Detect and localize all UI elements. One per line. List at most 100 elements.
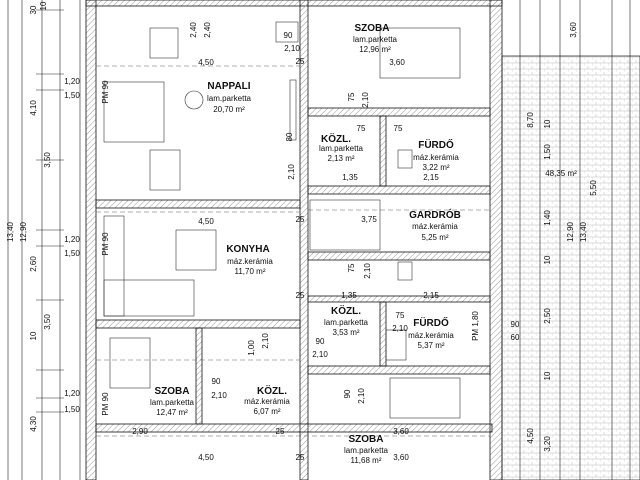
svg-text:FÜRDŐ: FÜRDŐ xyxy=(418,138,454,151)
svg-text:1,35: 1,35 xyxy=(341,291,357,300)
svg-text:1,50: 1,50 xyxy=(64,405,80,414)
interior-dashed-lines xyxy=(96,65,490,437)
svg-text:3,50: 3,50 xyxy=(43,152,52,168)
svg-text:4,50: 4,50 xyxy=(198,58,214,67)
svg-text:SZOBA: SZOBA xyxy=(349,434,384,445)
svg-text:1,00: 1,00 xyxy=(247,340,256,356)
room-szoba-3: SZOBA lam.parketta 11,68 m² xyxy=(344,434,389,465)
svg-text:FÜRDŐ: FÜRDŐ xyxy=(413,316,449,329)
svg-text:2,40: 2,40 xyxy=(203,22,212,38)
svg-text:8,70: 8,70 xyxy=(526,112,535,128)
svg-text:4,50: 4,50 xyxy=(198,217,214,226)
svg-text:2,10: 2,10 xyxy=(284,44,300,53)
svg-text:25: 25 xyxy=(296,453,305,462)
svg-text:lam.parketta: lam.parketta xyxy=(344,446,389,455)
svg-text:lam.parketta: lam.parketta xyxy=(150,398,195,407)
room-kozl-2: KÖZL. lam.parketta 3,53 m² xyxy=(324,304,369,337)
dimension-labels: 4,50 3,60 2,40 2,40 90 2,10 75 2,10 75 7… xyxy=(29,1,520,462)
room-furdo-2: FÜRDŐ máz.kerámia 5,37 m² xyxy=(408,316,454,350)
svg-text:4,50: 4,50 xyxy=(198,453,214,462)
svg-text:3,20: 3,20 xyxy=(543,436,552,452)
svg-text:90: 90 xyxy=(511,320,520,329)
svg-text:25: 25 xyxy=(276,427,285,436)
room-gardrob: GARDRÓB máz.kerámia 5,25 m² xyxy=(409,208,461,242)
room-furdo-1: FÜRDŐ máz.kerámia 3,22 m² xyxy=(413,138,459,172)
svg-text:PM 90: PM 90 xyxy=(101,80,110,104)
svg-text:KÖZL.: KÖZL. xyxy=(331,304,361,317)
right-dimension-labels: 3,60 8,70 10 1,50 5,50 1,40 12,90 13,40 … xyxy=(526,22,598,452)
svg-text:1,50: 1,50 xyxy=(64,91,80,100)
svg-text:12,96 m²: 12,96 m² xyxy=(359,45,391,54)
svg-text:máz.kerámia: máz.kerámia xyxy=(227,257,273,266)
left-dimension-lines xyxy=(7,0,81,480)
svg-text:6,07 m²: 6,07 m² xyxy=(253,407,280,416)
svg-text:80: 80 xyxy=(285,132,294,141)
right-dimension-lines xyxy=(519,0,631,480)
svg-text:12,90: 12,90 xyxy=(566,221,575,242)
svg-text:12,90: 12,90 xyxy=(19,221,28,242)
svg-text:2,13 m²: 2,13 m² xyxy=(327,154,354,163)
svg-text:60: 60 xyxy=(511,333,520,342)
svg-text:2,40: 2,40 xyxy=(189,22,198,38)
svg-text:90: 90 xyxy=(212,377,221,386)
svg-text:11,68 m²: 11,68 m² xyxy=(351,456,382,465)
svg-text:máz.kerámia: máz.kerámia xyxy=(408,331,454,340)
svg-text:3,60: 3,60 xyxy=(393,453,409,462)
svg-text:4,10: 4,10 xyxy=(29,100,38,116)
outer-walls xyxy=(85,0,503,480)
svg-text:13,40: 13,40 xyxy=(579,221,588,242)
svg-text:KÖZL.: KÖZL. xyxy=(321,132,351,145)
svg-text:90: 90 xyxy=(284,31,293,40)
svg-text:75: 75 xyxy=(396,311,405,320)
svg-text:máz.kerámia: máz.kerámia xyxy=(413,153,459,162)
svg-text:10: 10 xyxy=(543,371,552,380)
svg-text:2,10: 2,10 xyxy=(361,92,370,108)
svg-text:11,70 m²: 11,70 m² xyxy=(235,267,266,276)
svg-text:5,25 m²: 5,25 m² xyxy=(421,233,448,242)
svg-text:3,60: 3,60 xyxy=(393,427,409,436)
svg-text:lam.parketta: lam.parketta xyxy=(319,144,364,153)
svg-text:3,60: 3,60 xyxy=(389,58,405,67)
svg-text:2,10: 2,10 xyxy=(357,388,366,404)
svg-text:75: 75 xyxy=(347,92,356,101)
svg-text:1,50: 1,50 xyxy=(543,144,552,160)
svg-text:1,20: 1,20 xyxy=(64,389,80,398)
svg-text:SZOBA: SZOBA xyxy=(355,23,390,34)
svg-text:PM 1,80: PM 1,80 xyxy=(471,311,480,341)
svg-text:1,35: 1,35 xyxy=(342,173,358,182)
svg-text:lam.parketta: lam.parketta xyxy=(353,35,398,44)
svg-text:3,53 m²: 3,53 m² xyxy=(332,328,359,337)
svg-text:lam.parketta: lam.parketta xyxy=(324,318,369,327)
svg-text:2,90: 2,90 xyxy=(132,427,148,436)
svg-text:2,15: 2,15 xyxy=(423,173,439,182)
svg-text:2,10: 2,10 xyxy=(261,333,270,349)
svg-text:3,22 m²: 3,22 m² xyxy=(422,163,449,172)
svg-text:SZOBA: SZOBA xyxy=(155,386,190,397)
svg-text:NAPPALI: NAPPALI xyxy=(207,81,250,92)
svg-text:lam.parketta: lam.parketta xyxy=(207,94,252,103)
svg-text:máz.kerámia: máz.kerámia xyxy=(412,222,458,231)
svg-text:90: 90 xyxy=(343,389,352,398)
svg-text:75: 75 xyxy=(394,124,403,133)
svg-text:2,10: 2,10 xyxy=(363,263,372,279)
svg-text:2,15: 2,15 xyxy=(423,291,439,300)
left-dimension-labels: 1,20 1,50 4,10 3,50 13,40 12,90 1,20 1,5… xyxy=(6,77,80,432)
svg-text:2,10: 2,10 xyxy=(392,324,408,333)
svg-text:4,30: 4,30 xyxy=(29,416,38,432)
svg-text:1,50: 1,50 xyxy=(64,249,80,258)
svg-text:1,20: 1,20 xyxy=(64,77,80,86)
room-kozl-3: KÖZL. máz.kerámia 6,07 m² xyxy=(244,384,290,416)
terrace xyxy=(501,55,640,480)
furniture xyxy=(103,21,461,419)
svg-text:3,60: 3,60 xyxy=(569,22,578,38)
svg-text:30: 30 xyxy=(29,5,38,14)
svg-text:75: 75 xyxy=(357,124,366,133)
room-nappali: NAPPALI lam.parketta 20,70 m² xyxy=(207,81,252,114)
svg-text:2,60: 2,60 xyxy=(29,256,38,272)
svg-text:90: 90 xyxy=(316,337,325,346)
svg-text:2,10: 2,10 xyxy=(287,164,296,180)
svg-text:3,50: 3,50 xyxy=(43,314,52,330)
svg-text:2,10: 2,10 xyxy=(312,350,328,359)
svg-text:máz.kerámia: máz.kerámia xyxy=(244,397,290,406)
